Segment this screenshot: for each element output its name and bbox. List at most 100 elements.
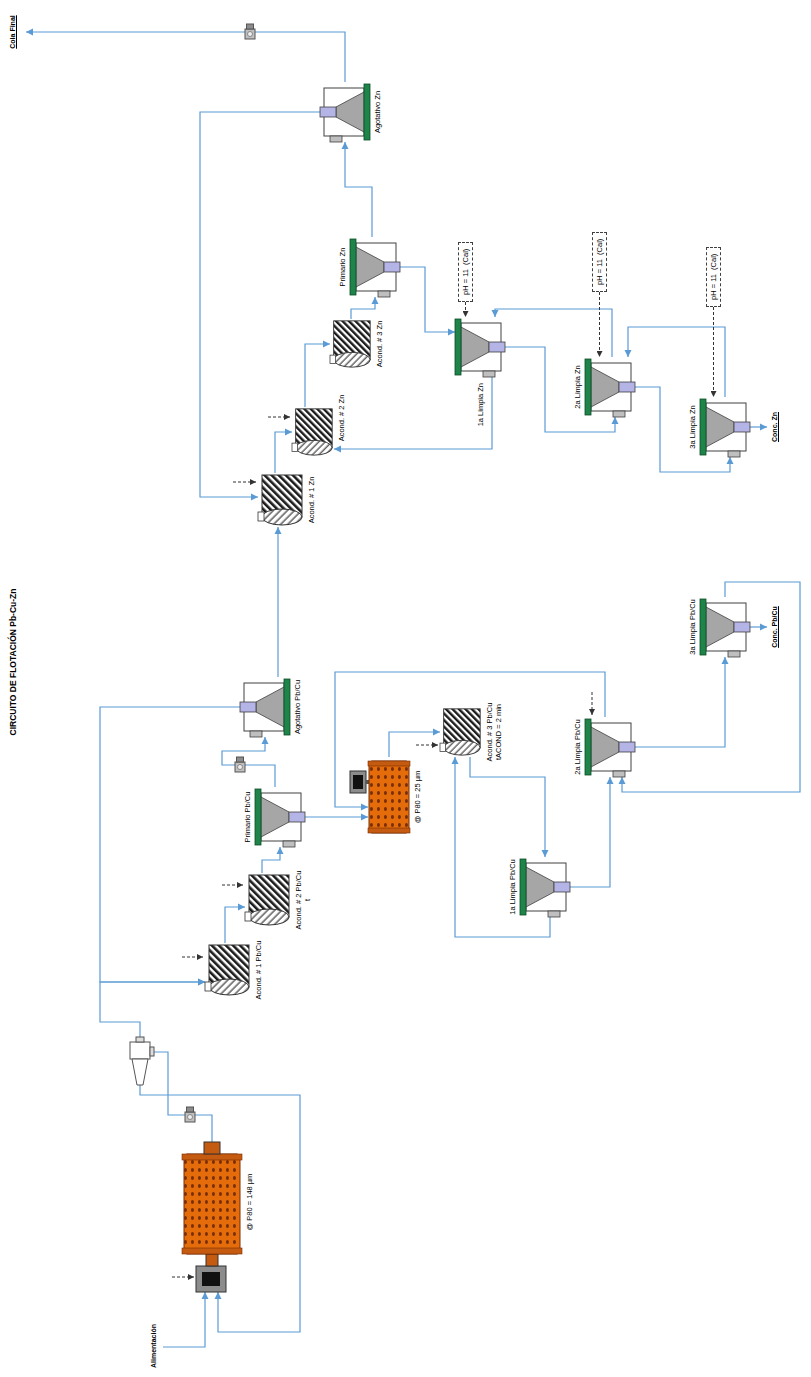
flow-line [622, 582, 800, 792]
stream-label: Cola Final [9, 14, 16, 49]
label-group: 3a Limpia Zn [688, 404, 697, 449]
flotation-cell-shape [320, 82, 370, 142]
stream-label: Conc. Zn [771, 411, 778, 443]
diagram-title: CIRCUITO DE FLOTACIÓN Pb-Cu-Zn [8, 588, 18, 735]
flow-line [334, 377, 492, 449]
reagent-line [713, 307, 714, 397]
label-group: 2a Limpia Zn [573, 364, 582, 409]
ball-mill-shape [182, 1142, 242, 1262]
equipment-label: 1a Limpia Pb/Cu [508, 858, 517, 915]
equipment-label: Acond. # 2 Pb/Cu [294, 870, 303, 931]
conditioner-tank: Acond. # 3 Pb/CutACOND = 2 min [440, 707, 482, 757]
pump-symbol [185, 1107, 195, 1122]
reagent-line [465, 302, 466, 317]
flotation-cell-shape [455, 317, 505, 377]
flotation-cell: Primario Pb/Cu [255, 787, 305, 847]
feed-line [163, 1292, 205, 1347]
reagent-box: pH = 11 (Cal) [706, 247, 721, 307]
flotation-cell: 1a Limpia Zn [455, 317, 505, 377]
flow-line [400, 267, 455, 332]
tailings-line [26, 32, 345, 82]
reagent-arrow [268, 417, 290, 418]
equipment-label: 3a Limpia Zn [688, 404, 697, 449]
hydrocyclone [130, 1037, 154, 1085]
reagent-line [599, 292, 600, 357]
equipment-label: @ P80 = 148 µm [245, 1173, 254, 1232]
stream-label: Alimentación [150, 1323, 157, 1369]
flotation-cell: 3a Limpia Pb/Cu [700, 597, 750, 657]
underflow-line [140, 1085, 300, 1332]
pump-symbol [245, 24, 255, 39]
conditioner-tank-shape [330, 319, 372, 369]
label-group: 3a Limpia Pb/Cu [688, 598, 697, 655]
equipment-label: 2a Limpia Zn [573, 364, 582, 409]
label-group: Acond. # 1 Pb/Cu [254, 940, 263, 1001]
flow-line [570, 777, 610, 887]
flow-line [635, 657, 725, 747]
reagent-arrow [222, 885, 243, 886]
label-group: 1a Limpia Pb/Cu [508, 858, 517, 915]
conditioner-tank: Acond. # 2 Pb/Cut [245, 873, 291, 927]
equipment-label: Acond. # 3 Zn [375, 320, 384, 369]
flotation-cell: Agotativo Pb/Cu [240, 677, 290, 737]
label-group: Acond. # 2 Pb/Cut [294, 870, 312, 931]
concentrate-line [750, 626, 767, 627]
stream-label: Conc. Pb/Cu [771, 605, 778, 649]
equipment-label: Primario Pb/Cu [243, 791, 252, 844]
label-group: Acond. # 3 Zn [375, 320, 384, 369]
equipment-label: Primario Zn [338, 247, 347, 288]
reagent-arrow [172, 1277, 194, 1278]
flotation-cell: 1a Limpia Pb/Cu [520, 857, 570, 917]
flotation-cell-shape [255, 787, 305, 847]
flotation-cell: 3a Limpia Zn [700, 397, 750, 457]
flotation-cell: Agotativo Zn [320, 82, 370, 142]
flotation-cell-shape [350, 237, 400, 297]
flow-line [389, 732, 440, 757]
equipment-label: 3a Limpia Pb/Cu [688, 598, 697, 655]
conditioner-tank-shape [245, 873, 291, 927]
conditioner-tank-shape [205, 943, 251, 997]
flotation-cell: 2a Limpia Zn [585, 357, 635, 417]
equipment-label: Agotativo Pb/Cu [293, 679, 302, 735]
equipment-label: Acond. # 3 Pb/Cu [485, 702, 494, 763]
reagent-arrow [592, 692, 593, 715]
label-group: Primario Pb/Cu [243, 791, 252, 844]
reagent-note: pH = 11 (Cal) [709, 253, 718, 301]
equipment-label: Acond. # 2 Zn [337, 394, 346, 443]
flow-line [275, 432, 292, 473]
equipment-label: tACOND = 2 min [494, 702, 503, 763]
flow-line [345, 142, 372, 237]
label-group: Acond. # 3 Pb/CutACOND = 2 min [485, 702, 503, 763]
conditioner-tank: Acond. # 2 Zn [292, 407, 334, 457]
flow-line [305, 344, 330, 407]
conditioner-tank: Acond. # 1 Pb/Cu [205, 943, 251, 997]
label-group: 2a Limpia Pb/Cu [573, 718, 582, 775]
flow-line [305, 816, 368, 817]
flow-line [351, 297, 375, 319]
label-group: @ P80 = 25 µm [413, 770, 422, 825]
equipment-label: Acond. # 1 Pb/Cu [254, 940, 263, 1001]
flow-line [100, 707, 240, 982]
reagent-box: pH = 11 (Cal) [458, 242, 473, 302]
equipment-label: 2a Limpia Pb/Cu [573, 718, 582, 775]
label-group: 1a Limpia Zn [476, 382, 485, 427]
equipment-label: @ P80 = 25 µm [413, 770, 422, 825]
label-group: Primario Zn [338, 247, 347, 288]
flotation-cell-shape [700, 597, 750, 657]
equipment-label: Agotativo Zn [373, 90, 382, 134]
conditioner-tank: Acond. # 1 Zn [258, 473, 304, 527]
reagent-arrow [416, 745, 438, 746]
regrind-mill: @ P80 = 25 µm [368, 757, 410, 837]
reagent-arrow [233, 482, 256, 483]
flow-line [222, 737, 275, 787]
flotation-cell-shape [700, 397, 750, 457]
equipment-label: Acond. # 1 Zn [307, 476, 316, 525]
regrind-mill-shape [368, 757, 410, 837]
label-group: Acond. # 1 Zn [307, 476, 316, 525]
flotation-cell: 2a Limpia Pb/Cu [585, 717, 635, 777]
pump-symbol [235, 757, 245, 772]
flotation-cell-shape [585, 717, 635, 777]
conditioner-tank-shape [440, 707, 482, 757]
reagent-box: pH = 11 (Cal) [592, 232, 607, 292]
